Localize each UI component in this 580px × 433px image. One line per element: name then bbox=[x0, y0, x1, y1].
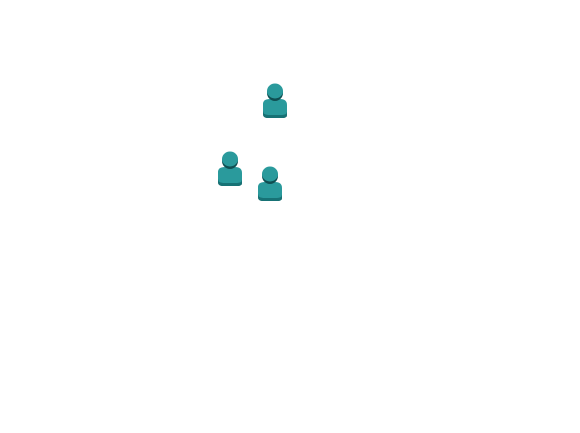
person-icon bbox=[258, 166, 282, 201]
person-icon bbox=[218, 151, 242, 186]
person-icon bbox=[263, 83, 287, 118]
person-marker[interactable] bbox=[260, 83, 290, 122]
person-marker[interactable] bbox=[255, 166, 285, 205]
person-marker[interactable] bbox=[215, 151, 245, 190]
